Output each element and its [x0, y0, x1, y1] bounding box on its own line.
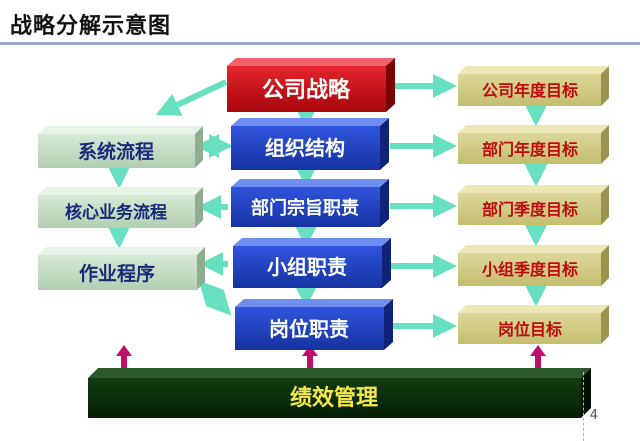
- box-dept-quarter-goal: 部门季度目标: [458, 185, 609, 225]
- box-org-structure-label: 组织结构: [265, 136, 345, 160]
- box-work-procedure-label: 作业程序: [79, 262, 155, 285]
- arrow-strategy-to-system: [155, 79, 228, 116]
- box-dept-annual-goal-label: 部门年度目标: [482, 140, 578, 159]
- box-position-duty-label: 岗位职责: [269, 317, 349, 341]
- box-org-structure: 组织结构: [231, 118, 389, 170]
- box-team-duty: 小组职责: [233, 238, 391, 288]
- slide-edge-line: [583, 372, 585, 441]
- box-core-flow: 核心业务流程: [38, 187, 203, 228]
- box-position-goal-label: 岗位目标: [498, 320, 562, 339]
- box-company-strategy: 公司战略: [227, 58, 395, 112]
- box-work-procedure: 作业程序: [38, 247, 205, 290]
- box-performance: 绩效管理: [88, 368, 591, 418]
- box-position-goal: 岗位目标: [458, 305, 609, 344]
- page-number: 4: [589, 408, 598, 423]
- page-title: 战略分解示意图: [10, 14, 172, 39]
- box-dept-quarter-goal-label: 部门季度目标: [482, 200, 578, 219]
- box-dept-annual-goal: 部门年度目标: [458, 125, 609, 164]
- box-system-flow: 系统流程: [38, 126, 203, 168]
- up-arrows: [116, 345, 546, 369]
- title-underline: [0, 42, 640, 45]
- connector-arrows: [107, 74, 548, 338]
- box-performance-label: 绩效管理: [290, 385, 378, 411]
- box-system-flow-label: 系统流程: [78, 140, 154, 163]
- box-position-duty: 岗位职责: [235, 299, 393, 350]
- up-arrow-left: [116, 345, 132, 369]
- box-dept-mission: 部门宗旨职责: [231, 179, 389, 227]
- box-team-duty-label: 小组职责: [267, 255, 347, 279]
- box-company-annual-goal-label: 公司年度目标: [482, 81, 578, 100]
- up-arrow-right: [530, 345, 546, 369]
- up-arrow-center: [302, 345, 318, 369]
- boxes: 公司战略 组织结构 部门宗旨职责 小组职责 岗位职责: [38, 58, 609, 418]
- box-core-flow-label: 核心业务流程: [65, 202, 167, 223]
- box-team-quarter-goal-label: 小组季度目标: [482, 260, 578, 279]
- box-company-annual-goal: 公司年度目标: [458, 66, 609, 106]
- box-dept-mission-label: 部门宗旨职责: [251, 197, 359, 219]
- arrow-work-position: [198, 280, 232, 316]
- box-company-strategy-label: 公司战略: [262, 77, 351, 103]
- box-team-quarter-goal: 小组季度目标: [458, 245, 609, 286]
